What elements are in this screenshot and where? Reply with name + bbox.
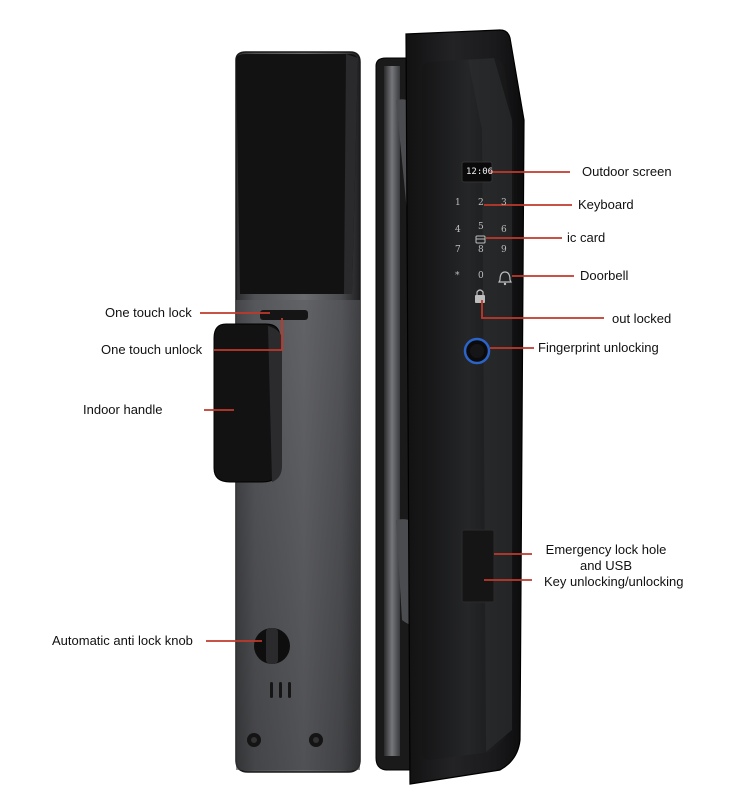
key-6: 6 — [501, 225, 507, 235]
screen-time: 12:06 — [466, 167, 494, 177]
callout-one-touch-unlock — [214, 318, 283, 351]
key-3: 3 — [501, 198, 507, 208]
label-fingerprint-unlocking: Fingerprint unlocking — [538, 340, 659, 355]
callout-out-locked — [481, 300, 604, 319]
one-touch-slot — [260, 310, 308, 320]
key-star: * — [455, 271, 460, 281]
label-one-touch-lock: One touch lock — [105, 305, 192, 320]
label-ic-card: ic card — [567, 230, 606, 245]
key-1: 1 — [455, 198, 461, 208]
key-9: 9 — [501, 245, 507, 255]
callout-lines — [200, 171, 604, 642]
label-keyboard: Keyboard — [578, 197, 634, 212]
emergency-cover — [461, 529, 495, 603]
label-out-locked: out locked — [612, 311, 672, 326]
label-indoor-handle: Indoor handle — [83, 402, 163, 417]
label-emergency-lock-hole: Emergency lock hole and USB — [544, 542, 668, 574]
card-icon — [475, 235, 486, 244]
label-emergency-line2: and USB — [579, 558, 633, 573]
label-one-touch-unlock: One touch unlock — [101, 342, 203, 357]
key-0: 0 — [478, 271, 484, 281]
indoor-unit — [213, 51, 361, 773]
label-doorbell: Doorbell — [580, 268, 629, 283]
label-anti-lock-knob: Automatic anti lock knob — [52, 633, 193, 648]
key-2: 2 — [478, 198, 484, 208]
outdoor-unit — [375, 29, 525, 785]
key-5: 5 — [478, 222, 484, 232]
key-7: 7 — [455, 245, 461, 255]
indoor-handle — [213, 323, 281, 483]
bell-icon — [498, 271, 512, 286]
key-8: 8 — [478, 245, 484, 255]
label-emergency-line1: Emergency lock hole — [545, 542, 667, 557]
label-outdoor-screen: Outdoor screen — [582, 164, 672, 179]
label-key-unlocking: Key unlocking/unlocking — [544, 574, 684, 589]
key-4: 4 — [455, 225, 461, 235]
